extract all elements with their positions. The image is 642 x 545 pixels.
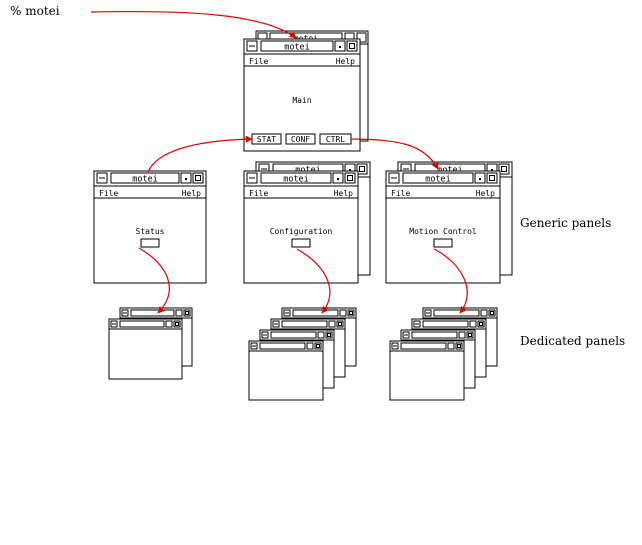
menu-file[interactable]: File (99, 189, 118, 198)
stat-button-label: STAT (257, 135, 276, 144)
minimize-button[interactable] (306, 342, 314, 350)
arrow-status-to-dedicated (138, 247, 170, 314)
panel-open-button[interactable] (140, 238, 160, 248)
title-bar (130, 309, 175, 317)
minimize-button[interactable] (165, 320, 173, 328)
command-prompt: % motei (10, 4, 60, 18)
maximize-button[interactable] (488, 309, 496, 317)
menu-help[interactable]: Help (334, 189, 353, 198)
maximize-button[interactable] (346, 40, 358, 52)
panel-label: Configuration (270, 227, 333, 236)
maximize-button[interactable] (173, 320, 181, 328)
title-bar (270, 331, 317, 339)
title-bar (292, 309, 339, 317)
title-bar (259, 342, 306, 350)
maximize-button[interactable] (344, 172, 356, 184)
panel-open-button[interactable] (433, 238, 453, 248)
arrow-ctrl-to-motion (350, 138, 439, 170)
window-title: motei (283, 175, 309, 185)
title-bar (110, 172, 180, 184)
window-title: motei (284, 43, 310, 53)
window-title: motei (425, 175, 451, 185)
minimize-button[interactable] (317, 331, 325, 339)
title-bar (260, 40, 334, 52)
maximize-button[interactable] (192, 172, 204, 184)
dedicated-window (108, 318, 183, 380)
generic-panels: moteimoteimoteiFileHelpStatusmoteiFileHe… (93, 161, 513, 284)
dedicated-window (248, 340, 324, 401)
title-bar (411, 331, 458, 339)
maximize-button[interactable] (347, 309, 355, 317)
maximize-button[interactable] (183, 309, 191, 317)
panel-label: Motion Control (409, 227, 477, 236)
title-bar (260, 172, 332, 184)
minimize-button[interactable] (458, 331, 466, 339)
menu-file[interactable]: File (249, 57, 268, 66)
menu-help[interactable]: Help (476, 189, 495, 198)
menu-help[interactable]: Help (182, 189, 201, 198)
maximize-button[interactable] (466, 331, 474, 339)
maximize-button[interactable] (325, 331, 333, 339)
title-bar (422, 320, 469, 328)
title-bar (281, 320, 328, 328)
menu-file[interactable]: File (391, 189, 410, 198)
maximize-button[interactable] (498, 163, 510, 175)
arrows (90, 10, 468, 314)
window-title: motei (132, 175, 158, 185)
arrow-config-to-dedicated (296, 248, 331, 314)
panel-open-button[interactable] (291, 238, 311, 248)
minimize-button[interactable] (175, 309, 183, 317)
minimize-button[interactable] (447, 342, 455, 350)
title-bar (400, 342, 447, 350)
maximize-button[interactable] (314, 342, 322, 350)
maximize-button[interactable] (455, 342, 463, 350)
maximize-button[interactable] (356, 163, 368, 175)
main-window-stack: motei motei File Help Main STAT CONF C (243, 30, 369, 152)
conf-button-label: CONF (291, 135, 310, 144)
conf-button[interactable] (285, 133, 316, 145)
maximize-button[interactable] (477, 320, 485, 328)
main-window: motei File Help Main STAT CONF CTRL (243, 38, 361, 152)
maximize-button[interactable] (336, 320, 344, 328)
main-label: Main (292, 96, 311, 105)
generic-panels-label: Generic panels (520, 216, 611, 230)
title-bar (119, 320, 165, 328)
maximize-button[interactable] (486, 172, 498, 184)
minimize-button[interactable] (339, 309, 347, 317)
arrow-command-to-main (90, 10, 297, 39)
arrow-motion-to-dedicated (433, 248, 468, 314)
menu-help[interactable]: Help (336, 57, 355, 66)
dedicated-panels (108, 307, 498, 401)
minimize-button[interactable] (328, 320, 336, 328)
arrow-stat-to-status (147, 135, 253, 173)
menu-file[interactable]: File (249, 189, 268, 198)
ctrl-button-label: CTRL (326, 135, 345, 144)
minimize-button[interactable] (480, 309, 488, 317)
minimize-button[interactable] (469, 320, 477, 328)
dedicated-window (389, 340, 465, 401)
title-bar (402, 172, 474, 184)
dedicated-panels-label: Dedicated panels (520, 334, 625, 348)
panel-label: Status (136, 227, 165, 236)
title-bar (433, 309, 480, 317)
